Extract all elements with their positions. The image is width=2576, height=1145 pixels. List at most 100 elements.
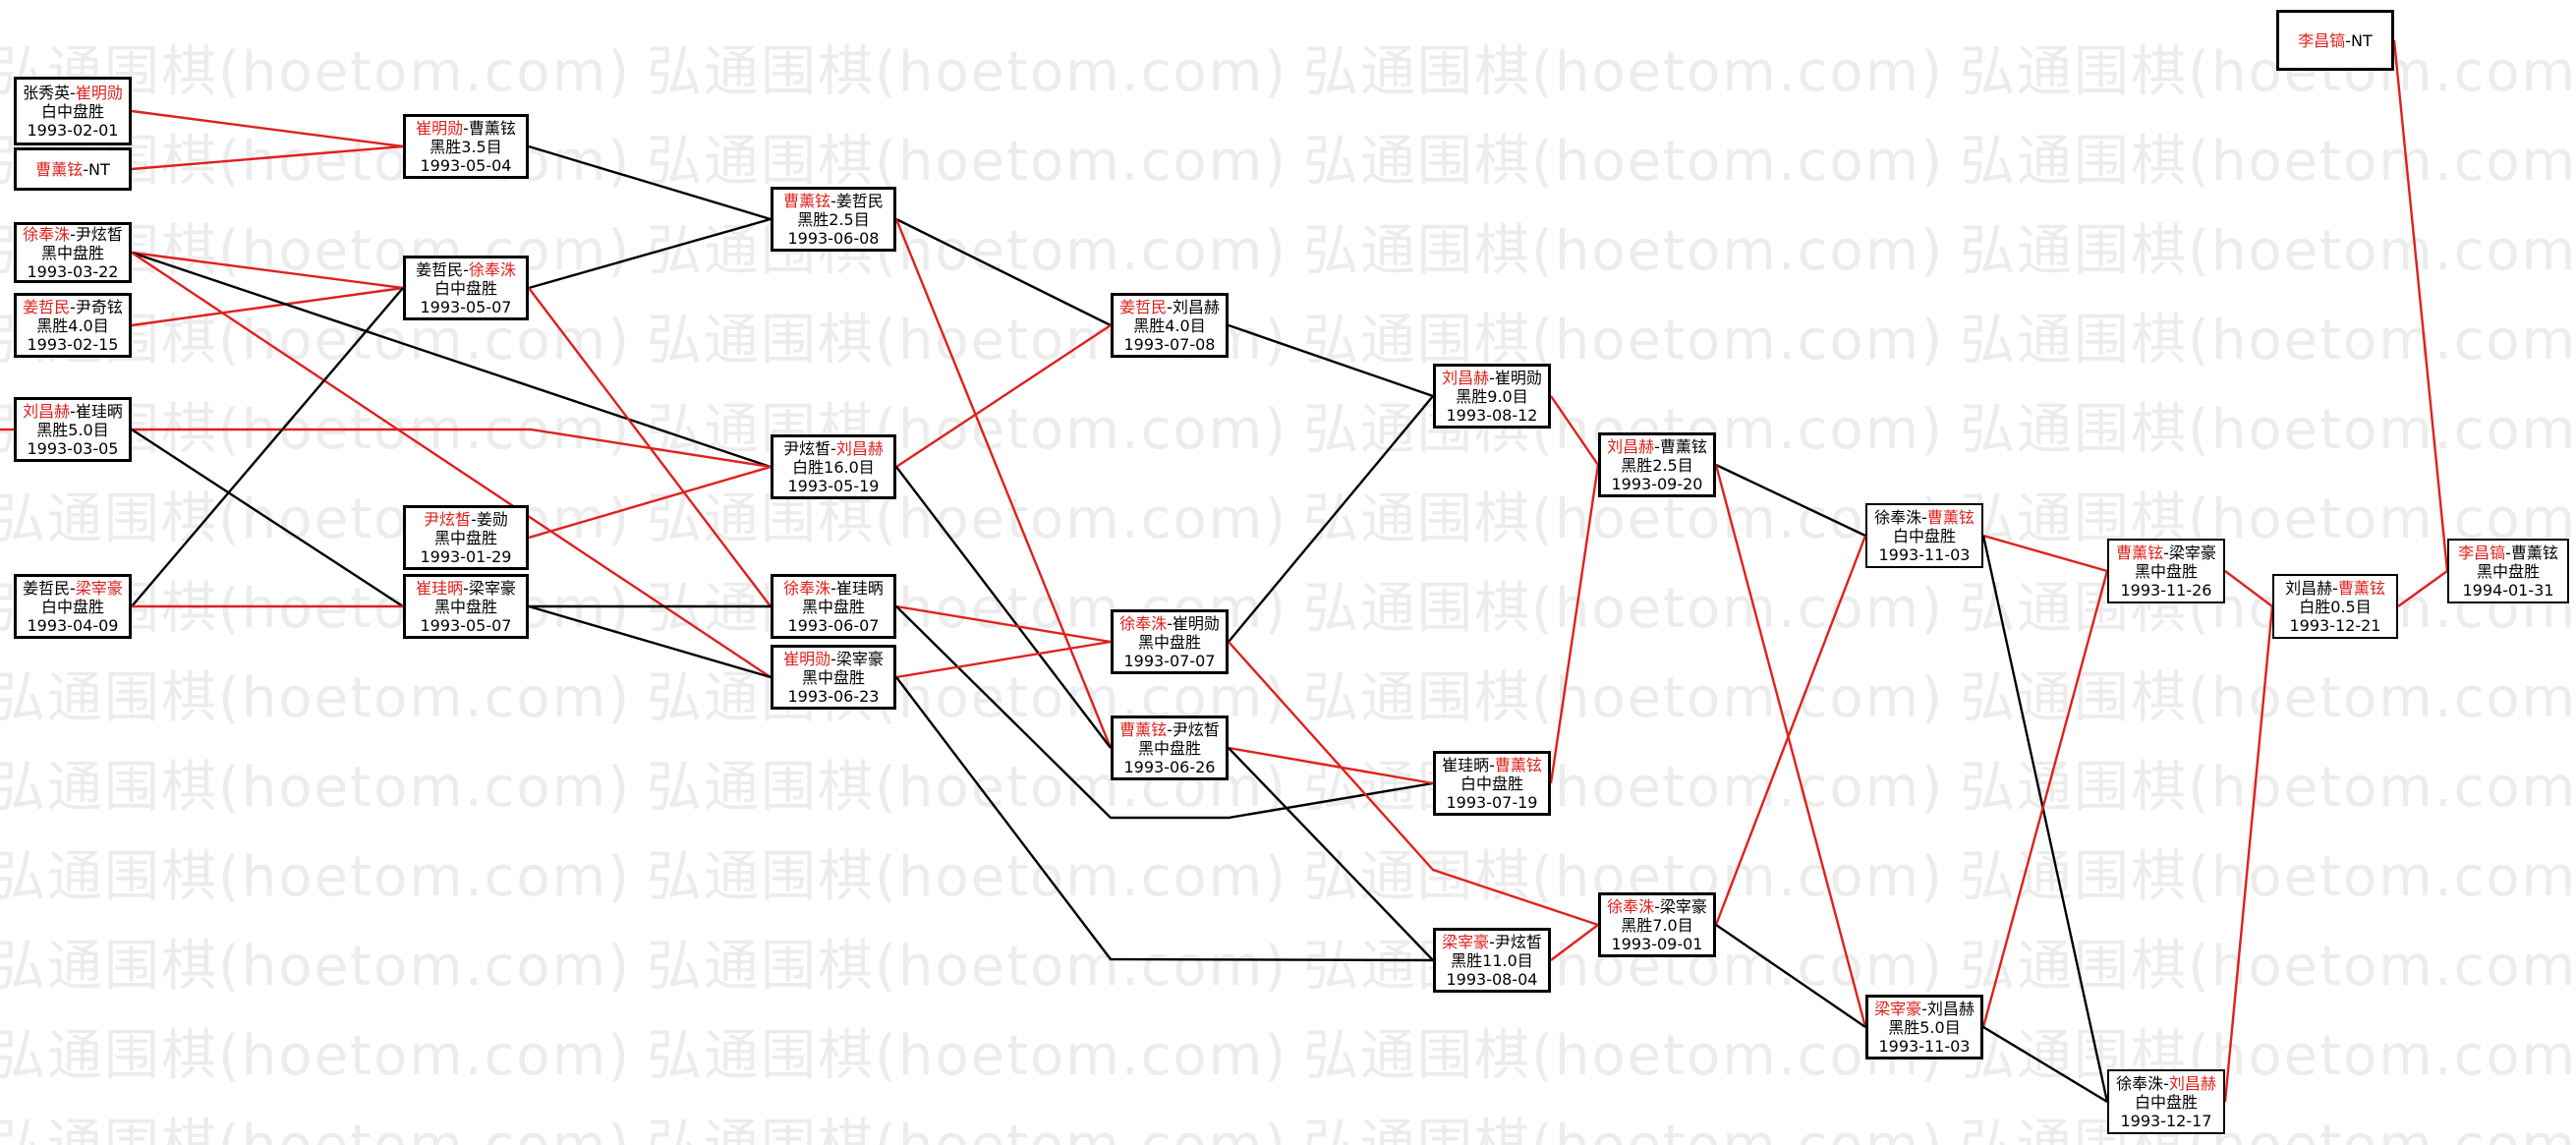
game-date: 1993-04-09 <box>27 615 119 635</box>
connector-r5b-r6a <box>1549 464 1600 784</box>
player-separator: - <box>83 159 89 179</box>
player-separator: - <box>1489 932 1495 951</box>
player-separator: - <box>70 224 76 244</box>
player-black: 徐奉洙 <box>783 578 831 598</box>
connector-r3b-r4a <box>895 323 1112 469</box>
connector-r1e-r2d <box>131 428 404 608</box>
player-separator: - <box>1654 436 1660 456</box>
player-white: 曹薰铉 <box>1659 436 1707 456</box>
connector-r4c-r5b <box>1228 746 1434 785</box>
game-players: 梁宰豪-尹炫皙 <box>1442 933 1542 951</box>
game-date: 1993-06-07 <box>787 615 880 635</box>
game-players: 崔明勋-曹薰铉 <box>416 119 516 138</box>
game-date: 1993-03-05 <box>27 438 119 458</box>
connector-r7a-r8a <box>1982 534 2108 573</box>
player-separator: - <box>463 118 469 138</box>
connector-r2a-r3a <box>528 144 772 221</box>
player-white: 刘昌赫 <box>1172 297 1220 316</box>
game-result: 黑中盘胜 <box>433 597 497 616</box>
game-players: 曹薰铉-梁宰豪 <box>2116 544 2216 562</box>
player-white: 尹炫皙 <box>75 224 123 244</box>
game-result: 黑胜5.0目 <box>36 420 109 439</box>
game-players: 崔明勋-梁宰豪 <box>783 650 884 668</box>
player-white: 梁宰豪 <box>1659 896 1707 916</box>
game-result: 白中盘胜 <box>40 101 104 121</box>
connector-r7a-r8b <box>1981 535 2109 1103</box>
player-black: 崔珪昞 <box>416 578 464 598</box>
player-separator: - <box>2332 578 2338 598</box>
player-black: 刘昌赫 <box>1607 436 1655 456</box>
game-date: 1994-01-31 <box>2462 580 2554 600</box>
connector-r4a-r5a <box>1228 323 1434 398</box>
game-players: 曹薰铉-NT <box>35 160 110 179</box>
game-players: 李昌镐-NT <box>2298 31 2373 50</box>
connector-r3d-r5c <box>895 676 1434 962</box>
player-black: 姜哲民 <box>23 297 71 316</box>
connector-r8b-r9a <box>2223 605 2274 1103</box>
connector-r6a-r7b <box>1714 464 1867 1028</box>
player-separator: - <box>1167 719 1173 739</box>
player-separator: - <box>463 259 469 279</box>
player-black: 尹炫皙 <box>783 438 831 458</box>
player-separator: - <box>70 578 76 598</box>
game-date: 1993-08-04 <box>1446 969 1538 989</box>
game-result: NT <box>2351 30 2373 50</box>
game-date: 1993-11-03 <box>1878 544 1971 564</box>
game-result: 黑中盘胜 <box>2476 561 2540 581</box>
game-players: 刘昌赫-曹薰铉 <box>2285 579 2385 598</box>
game-result: 白中盘胜 <box>1892 526 1956 545</box>
game-players: 尹炫皙-刘昌赫 <box>783 439 884 458</box>
player-black: 刘昌赫 <box>2285 578 2333 598</box>
game-result: 白中盘胜 <box>2134 1092 2198 1112</box>
connector-r3a-r4a <box>895 217 1112 327</box>
game-players: 徐奉洙-梁宰豪 <box>1607 897 1707 916</box>
game-date: 1993-08-12 <box>1446 405 1538 425</box>
game-box[interactable]: 李昌镐-NT <box>2276 10 2394 71</box>
player-black: 曹薰铉 <box>783 191 831 210</box>
game-box[interactable]: 曹薰铉-NT <box>14 147 132 191</box>
connector-r6b-r7a <box>1714 535 1867 926</box>
game-date: 1993-06-26 <box>1123 757 1216 776</box>
game-date: 1993-05-04 <box>420 155 512 175</box>
player-white: 姜哲民 <box>835 191 884 210</box>
connector-r3c-r4b <box>895 604 1112 644</box>
connector-r5a-r6a <box>1550 395 1599 466</box>
player-black: 徐奉洙 <box>1607 896 1655 916</box>
player-separator: - <box>830 649 836 668</box>
player-separator: - <box>463 578 469 598</box>
game-result: 黑中盘胜 <box>433 528 497 547</box>
player-separator: - <box>1489 755 1495 774</box>
player-separator: - <box>1489 368 1495 387</box>
connector-r1e-r3b <box>132 428 772 469</box>
game-result: 黑胜5.0目 <box>1888 1017 1961 1037</box>
game-players: 徐奉洙-刘昌赫 <box>2116 1074 2216 1093</box>
connector-r6b-r7b <box>1715 924 1866 1028</box>
